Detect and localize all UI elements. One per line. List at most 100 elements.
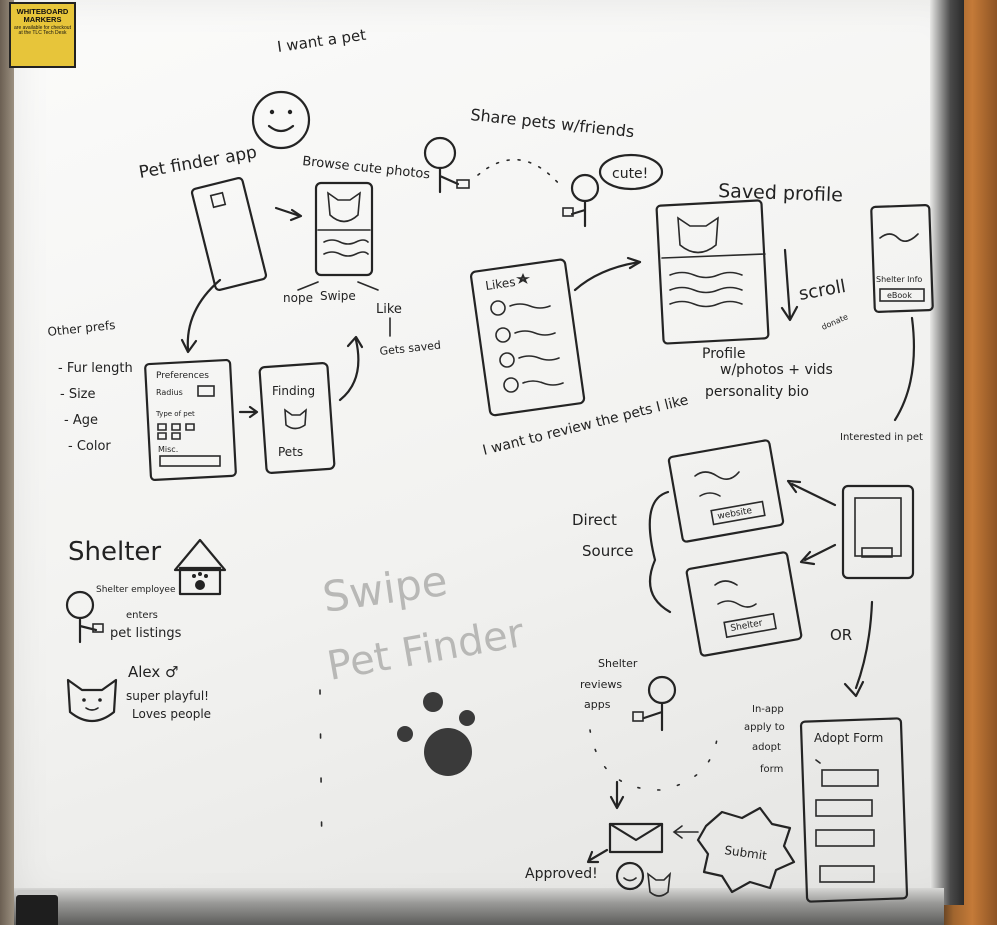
dotted-guide <box>319 689 323 861</box>
alex-label: Alex ♂ <box>128 663 179 681</box>
swipe-arrows <box>297 281 391 337</box>
svg-text:cute!: cute! <box>612 166 648 182</box>
smiley-face-icon <box>251 90 311 150</box>
apps-label: apps <box>584 698 611 711</box>
arrow-back-to-browse <box>338 338 360 402</box>
arrow-to-shelter <box>799 543 837 566</box>
small-cat-icon <box>647 871 672 897</box>
svg-text:Adopt Form: Adopt Form <box>814 731 883 745</box>
preferences-phone: Preferences Radius Type of pet Misc. <box>144 358 237 482</box>
svg-text:Preferences: Preferences <box>156 371 209 381</box>
svg-text:Type of pet: Type of pet <box>155 410 195 418</box>
envelope-icon <box>608 822 664 854</box>
browse-label: Browse cute photos <box>302 154 431 182</box>
shelter-employee-icon <box>65 590 104 644</box>
other-prefs-label: Other prefs <box>47 318 116 339</box>
arrow-to-approved <box>586 848 609 864</box>
apply-to-label: apply to <box>744 722 785 733</box>
arrow-to-saved-profile <box>573 260 642 292</box>
happy-person-icon <box>615 861 645 891</box>
shelter-reviews-label: Shelter <box>598 657 638 670</box>
adopt-form-phone: Adopt Form <box>799 717 909 903</box>
whiteboard-frame-right <box>930 0 964 905</box>
reviews-label: reviews <box>580 678 622 691</box>
arrow-submit-to-envelope <box>672 825 699 839</box>
paw-print-icon <box>397 692 475 776</box>
svg-text:eBook: eBook <box>887 291 912 300</box>
review-likes-label: I want to review the pets I like <box>481 392 690 459</box>
pref-age: - Age <box>64 413 98 428</box>
pet-listings-label: pet listings <box>110 626 182 641</box>
donate-label: donate <box>820 312 849 332</box>
arrow-to-interested <box>893 316 916 422</box>
or-label: OR <box>830 626 852 644</box>
reviewer-person-icon <box>632 675 677 732</box>
saved-profile-phone <box>655 199 770 345</box>
likes-title: Likes <box>484 275 516 293</box>
likes-list-phone: Likes <box>469 258 586 417</box>
adopt-label: adopt <box>752 742 781 753</box>
person-icon <box>423 136 470 194</box>
shelter-screen: Shelter <box>685 551 803 657</box>
marker-tray <box>14 888 944 925</box>
svg-text:Submit: Submit <box>724 843 768 863</box>
pref-color: - Color <box>68 439 111 454</box>
marker-cap <box>16 895 58 925</box>
swipe-title: Swipe <box>320 556 451 622</box>
super-playful-label: super playful! <box>126 689 209 703</box>
svg-text:Misc.: Misc. <box>158 445 178 454</box>
arrow-to-preferences <box>186 278 222 352</box>
loves-people-label: Loves people <box>132 707 211 721</box>
share-label: Share pets w/friends <box>470 105 636 141</box>
whiteboard-markers-sign: WHITEBOARD MARKERS are available for che… <box>9 2 76 68</box>
finding-pets-phone: Finding Pets <box>258 361 336 475</box>
whiteboard <box>14 0 964 905</box>
svg-text:Shelter Info: Shelter Info <box>876 275 922 284</box>
sign-title: WHITEBOARD MARKERS <box>16 7 69 24</box>
direct-label: Direct <box>572 511 617 529</box>
wall-left <box>0 0 14 925</box>
arrow-to-finding <box>238 405 259 419</box>
direct-source-bracket <box>648 490 672 614</box>
pref-fur-length: - Fur length <box>58 361 133 376</box>
arrow-to-website <box>786 479 837 507</box>
pet-finder-app-label: Pet finder app <box>137 143 258 183</box>
shelter-info-phone: Shelter Info eBook <box>870 204 934 313</box>
shelter-heading: Shelter <box>68 537 161 567</box>
interested-phone <box>841 484 915 580</box>
review-dotted-arc <box>589 729 719 791</box>
like-label: Like <box>376 302 402 317</box>
scroll-label: scroll <box>797 276 847 305</box>
enters-label: enters <box>126 610 158 621</box>
svg-text:Pets: Pets <box>278 445 303 459</box>
website-screen: website <box>667 439 785 543</box>
swipe-small-label: Swipe <box>320 289 356 303</box>
personality-label: personality bio <box>705 384 809 400</box>
profile-label: Profile <box>702 346 746 362</box>
submit-burst-icon: Submit <box>696 806 796 894</box>
pet-finder-title: Pet Finder <box>324 610 528 690</box>
source-label: Source <box>582 542 634 560</box>
nope-label: nope <box>283 291 313 305</box>
arrow-to-envelope <box>609 780 625 810</box>
sign-text: are available for checkout at the TLC Te… <box>14 24 71 36</box>
cute-speech-bubble: cute! <box>598 153 664 191</box>
house-paw-icon <box>173 538 227 596</box>
approved-label: Approved! <box>525 866 598 882</box>
want-pet-label: I want a pet <box>276 26 367 56</box>
browse-phone-cat-icon <box>314 181 374 277</box>
scroll-arrow <box>780 248 799 322</box>
arrow-to-browse <box>274 206 302 218</box>
alex-cat-icon <box>66 678 118 723</box>
svg-text:Finding: Finding <box>272 384 315 398</box>
svg-text:Radius: Radius <box>156 388 183 397</box>
pref-size: - Size <box>60 387 96 402</box>
interested-label: Interested in pet <box>840 432 923 443</box>
arrow-to-apply <box>854 600 874 690</box>
share-dotted-arrow <box>477 158 561 186</box>
shelter-employee-label: Shelter employee <box>96 585 176 595</box>
gets-saved-label: Gets saved <box>379 339 442 358</box>
friend-person-icon <box>562 173 600 228</box>
form-label: form <box>760 764 783 775</box>
